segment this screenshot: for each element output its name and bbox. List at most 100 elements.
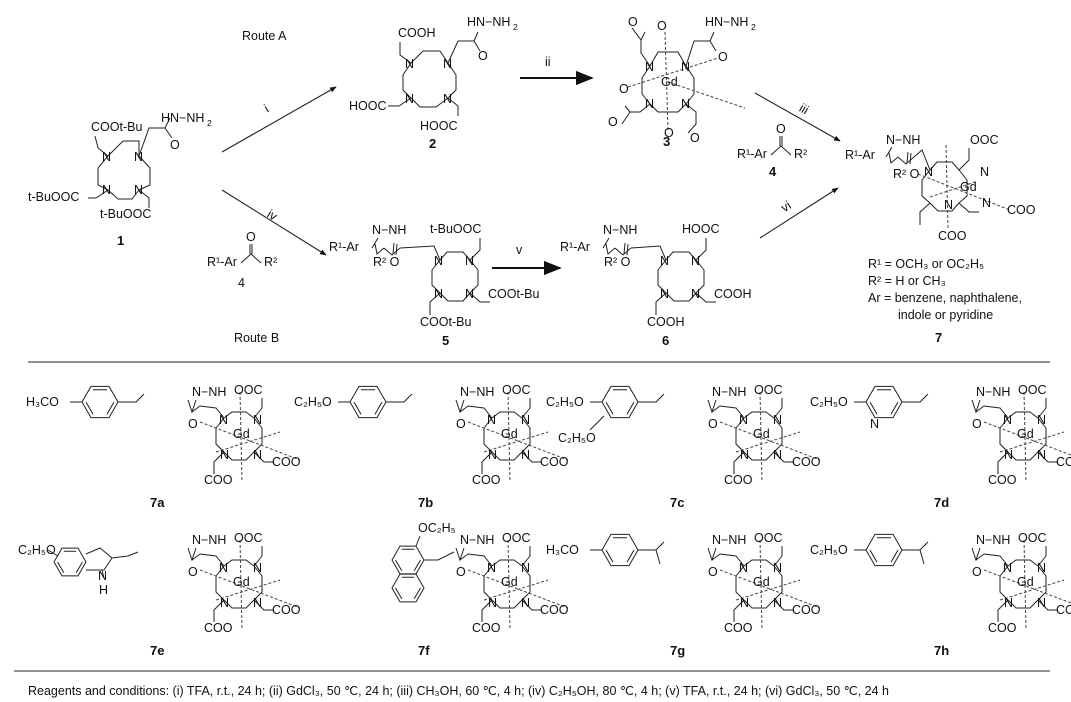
aromatic-ring — [601, 385, 639, 419]
compound-label-7d: 7d — [934, 495, 949, 510]
macrocycle-n: N — [253, 561, 262, 575]
compound-7-right-group: COO — [1007, 203, 1036, 217]
caption-text: Reagents and conditions: (i) TFA, r.t., … — [28, 684, 889, 698]
macrocycle-n: N — [1004, 448, 1013, 462]
compound-3-n1: N — [645, 60, 654, 74]
aryl-group-naphthalene: OC₂H₅ — [391, 521, 456, 603]
arrow-step-ii: ii — [520, 55, 594, 86]
compound-4b-r2: R² — [264, 255, 277, 269]
arrow-step-vi: vi — [759, 187, 839, 239]
compound-4a-label: 4 — [769, 164, 777, 179]
compound-6-n1: N — [660, 254, 669, 268]
step-label-i: i — [262, 102, 271, 116]
compound-1-h2-sub: 2 — [207, 118, 212, 128]
carboxylate-top: OOC — [1018, 531, 1046, 545]
carboxylate-top: OOC — [1018, 383, 1046, 397]
compound-1-n1: N — [102, 150, 111, 164]
gd-ion: Gd — [233, 575, 250, 589]
compound-label-7e: 7e — [150, 643, 164, 658]
hydrazone-nnh: N−NH — [460, 533, 494, 547]
carboxylate-bottom: COO — [472, 621, 501, 635]
macrocycle-n: N — [1037, 561, 1046, 575]
compound-6-nnh: N−NH — [603, 223, 637, 237]
compound-2-n3: N — [405, 92, 414, 106]
example-compound-7h: N−NHOOOCNNGdNNCOOCOOC₂H₅O7h — [810, 531, 1071, 658]
aromatic-ring — [349, 385, 387, 419]
gd-ion: Gd — [1017, 427, 1034, 441]
reagents-caption: Reagents and conditions: (i) TFA, r.t., … — [28, 683, 889, 698]
compound-6-n4: N — [691, 287, 700, 301]
definition-r2: R² = H or CH₃ — [868, 274, 946, 288]
carboxylate-top: OOC — [502, 383, 530, 397]
macrocycle-n: N — [1037, 596, 1046, 610]
compound-6-label: 6 — [662, 333, 669, 348]
gd-ion: Gd — [501, 575, 518, 589]
macrocycle-n: N — [773, 448, 782, 462]
macrocycle-n: N — [521, 596, 530, 610]
carboxylate-bottom: COO — [724, 621, 753, 635]
macrocycle-n: N — [220, 596, 229, 610]
compound-3-label: 3 — [663, 134, 670, 149]
aromatic-ring — [865, 533, 903, 567]
compound-1-label: 1 — [117, 233, 124, 248]
carboxylate-top: OOC — [234, 383, 262, 397]
hydrazone-nnh: N−NH — [460, 385, 494, 399]
compound-3-o1: O — [628, 15, 638, 29]
compound-6-r2o: R² O — [604, 255, 631, 269]
compound-6-n2: N — [691, 254, 700, 268]
compound-6-n3: N — [660, 287, 669, 301]
alkoxy-substituent: C₂H₅O — [546, 395, 584, 409]
compound-2: COOH HN−NH 2 O N N N N HOOC HOOC 2 — [349, 15, 518, 151]
aromatic-ring — [53, 547, 87, 577]
carboxylate-bottom: COO — [204, 473, 233, 487]
compound-2-carbonyl-o: O — [478, 49, 488, 63]
compound-3-n2: N — [681, 60, 690, 74]
compound-2-top-group: COOH — [398, 26, 436, 40]
compound-3-o4: O — [619, 82, 629, 96]
carboxylate-right: COO — [540, 603, 569, 617]
compound-7-n2: N — [980, 165, 989, 179]
compound-5: R¹-Ar N−NH R² O t-BuOOC N N N N COOt-Bu … — [329, 222, 539, 348]
step-label-iv: iv — [265, 207, 281, 224]
compound-3-o7: O — [690, 131, 700, 145]
compound-1-bottom-group: t-BuOOC — [100, 207, 151, 221]
macrocycle-n: N — [220, 448, 229, 462]
aryl-group-benzene: H₃CO — [26, 385, 145, 419]
compound-7-nnh: N−NH — [886, 133, 920, 147]
macrocycle-n: N — [739, 561, 748, 575]
carbonyl-o: O — [456, 417, 466, 431]
definition-ar: Ar = benzene, naphthalene, — [868, 291, 1022, 305]
hydrazone-nnh: N−NH — [976, 385, 1010, 399]
compound-5-right-group: COOt-Bu — [488, 287, 539, 301]
definition-ar-cont: indole or pyridine — [898, 308, 993, 322]
compound-3-h2-sub: 2 — [751, 22, 756, 32]
compound-1-carbonyl-o: O — [170, 138, 180, 152]
step-label-v: v — [516, 243, 523, 257]
macrocycle-n: N — [521, 561, 530, 575]
compound-4-route-a: O R¹-Ar R² 4 — [737, 122, 807, 179]
compound-5-label: 5 — [442, 333, 449, 348]
carbonyl-o: O — [972, 565, 982, 579]
macrocycle-n: N — [740, 448, 749, 462]
macrocycle-n: N — [219, 561, 228, 575]
substituent-definitions: R¹ = OCH₃ or OC₂H₅ R² = H or CH₃ Ar = be… — [868, 257, 1022, 345]
carboxylate-right: COO — [540, 455, 569, 469]
carbonyl-o: O — [456, 565, 466, 579]
macrocycle-n: N — [740, 596, 749, 610]
macrocycle-n: N — [1004, 596, 1013, 610]
carboxylate-top: OOC — [754, 383, 782, 397]
aromatic-ring — [865, 385, 903, 419]
macrocycle-n: N — [488, 448, 497, 462]
macrocycle-n: N — [773, 596, 782, 610]
hydrazone-nnh: N−NH — [192, 385, 226, 399]
route-b-label: Route B — [234, 331, 279, 345]
